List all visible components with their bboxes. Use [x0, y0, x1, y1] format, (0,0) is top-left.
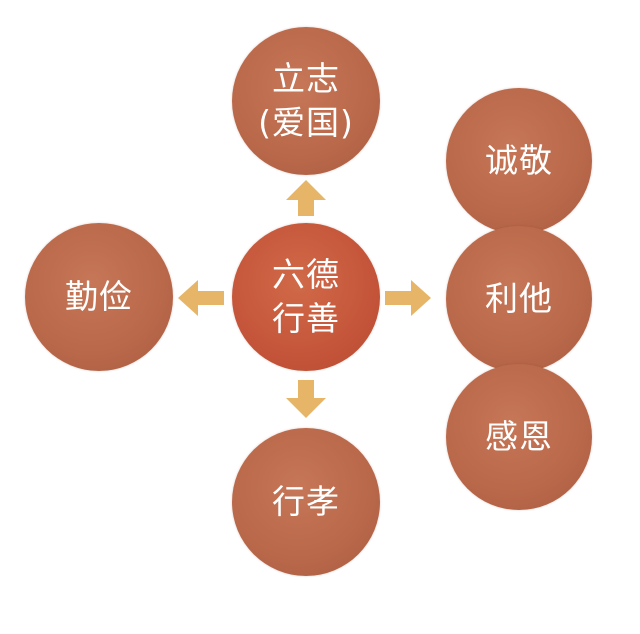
node-right-1-label: 利他 — [485, 279, 553, 318]
arrow-down-icon — [286, 380, 326, 418]
arrow-right-icon — [385, 280, 431, 316]
node-top-line2: (爱国) — [258, 103, 354, 142]
node-right-0-label: 诚敬 — [485, 141, 553, 180]
node-center-liude: 六德 行善 — [232, 223, 380, 371]
node-right-lita: 利他 — [446, 226, 592, 372]
node-bottom-label: 行孝 — [272, 482, 340, 521]
node-top-lizhi: 立志 (爱国) — [232, 27, 380, 175]
arrow-left-icon — [178, 280, 224, 316]
node-right-2-label: 感恩 — [485, 417, 553, 456]
arrow-up-icon — [286, 180, 326, 216]
node-bottom-xingxiao: 行孝 — [232, 428, 380, 576]
node-top-line1: 立志 — [272, 59, 340, 98]
node-left-qinjian: 勤俭 — [25, 223, 173, 371]
node-center-line2: 行善 — [272, 299, 340, 338]
node-center-line1: 六德 — [272, 255, 340, 294]
node-right-ganen: 感恩 — [446, 364, 592, 510]
node-right-chengjing: 诚敬 — [446, 88, 592, 234]
node-left-label: 勤俭 — [65, 277, 133, 316]
